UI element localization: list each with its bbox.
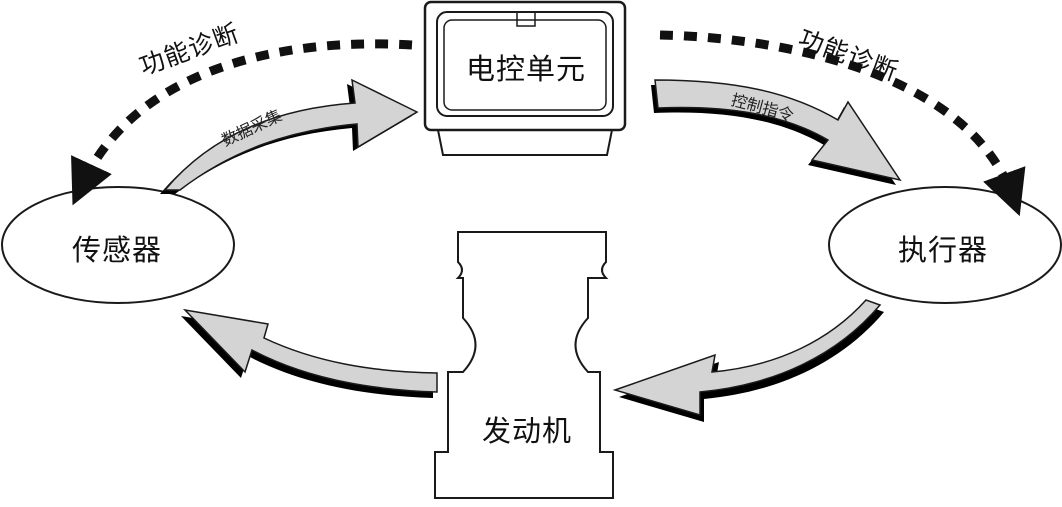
ecu-label: 电控单元 [466,46,586,88]
data-collection-arrow [160,80,417,194]
control-command-arrow [651,80,900,185]
engine-block-icon [435,232,613,498]
sensor-label: 传感器 [72,227,162,269]
engine-label: 发动机 [482,408,572,450]
actuator-to-engine-arrow [615,300,884,422]
actuator-label: 执行器 [898,227,988,269]
engine-to-sensor-arrow [181,310,437,398]
